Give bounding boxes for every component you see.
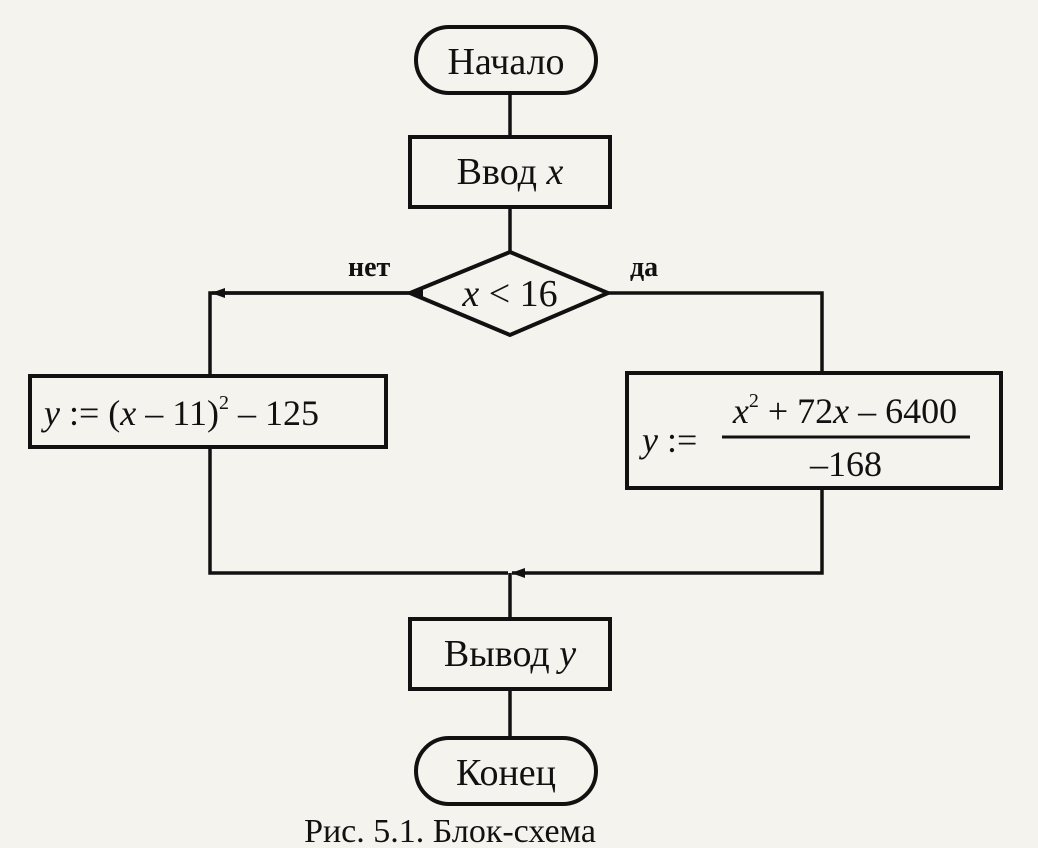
formula-yes-lhs-group: y := — [639, 420, 697, 460]
formula-yes-numerator: x2 + 72x – 6400 — [732, 390, 957, 431]
formula-yes-num-tail: – 6400 — [857, 391, 957, 431]
formula-yes-num-var2: x — [832, 391, 849, 431]
decision-label: x < 16 — [461, 273, 557, 315]
decision-value: 16 — [520, 273, 558, 315]
start-label: Начало — [447, 41, 564, 83]
decision-op: < — [489, 273, 510, 315]
connector-yes-to-merge — [511, 488, 824, 578]
formula-yes-num-var: x — [732, 391, 749, 431]
input-word: Ввод — [457, 151, 537, 193]
decision-var: x — [461, 273, 479, 315]
input-label: Ввод x — [457, 151, 564, 193]
formula-yes-denominator: –168 — [809, 444, 882, 484]
process-yes-block: y := x2 + 72x – 6400 –168 — [625, 371, 1003, 490]
formula-no-assign: := — [69, 393, 99, 433]
connector-no-to-merge — [208, 448, 508, 575]
formula-no-close: ) — [207, 393, 219, 433]
end-label: Конец — [456, 752, 556, 794]
input-block: Ввод x — [408, 135, 612, 209]
connector-no-branch — [208, 288, 423, 376]
formula-no: y := (x – 11)2 – 125 — [41, 392, 319, 433]
input-var: x — [545, 151, 563, 193]
process-no-block: y := (x – 11)2 – 125 — [28, 374, 388, 449]
connector-yes-branch — [608, 291, 824, 373]
formula-yes-lhs: y — [639, 420, 658, 460]
formula-no-open: ( — [108, 393, 120, 433]
formula-no-lhs: y — [41, 393, 60, 433]
output-word: Вывод — [444, 633, 550, 675]
output-label: Вывод y — [444, 633, 576, 675]
figure-caption: Рис. 5.1. Блок-схема — [304, 813, 596, 843]
formula-yes-assign: := — [667, 420, 697, 460]
formula-no-power: 2 — [219, 392, 229, 414]
output-block: Вывод y — [408, 617, 612, 691]
formula-no-num: 11 — [172, 393, 207, 433]
connectors — [208, 94, 824, 738]
formula-yes-num-power: 2 — [749, 390, 759, 412]
start-terminator: Начало — [414, 25, 598, 95]
branch-no-label: нет — [348, 252, 391, 283]
formula-yes-num-mid: + 72 — [768, 391, 833, 431]
formula-no-tail: – 125 — [237, 393, 319, 433]
end-terminator: Конец — [414, 736, 598, 806]
branch-yes-label: да — [630, 252, 658, 283]
output-var: y — [555, 633, 576, 675]
decision-diamond: x < 16 — [404, 249, 614, 338]
formula-no-minus: – — [144, 393, 164, 433]
formula-no-var: x — [119, 393, 136, 433]
